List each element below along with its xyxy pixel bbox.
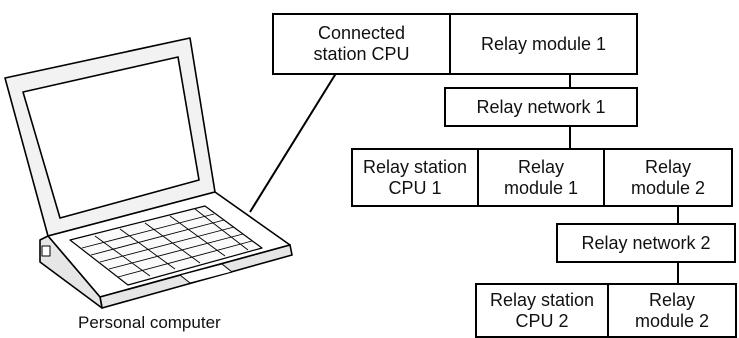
connection-cable [249,61,344,213]
connector-line [569,75,571,87]
relay-station-cpu-2-box: Relay station CPU 2 [475,283,609,338]
connector-line [569,127,571,148]
laptop-icon [4,37,293,309]
relay-module-1-box-row2: Relay module 1 [479,148,605,207]
relay-station-cpu-1-box: Relay station CPU 1 [351,148,479,207]
relay-network-2-box: Relay network 2 [556,223,736,263]
connected-station-cpu-box: Connected station CPU [272,13,451,75]
relay-network-1-box: Relay network 1 [444,87,638,127]
connector-line [677,263,679,283]
relay-module-2-box-row3: Relay module 2 [609,283,737,338]
relay-module-1-box: Relay module 1 [451,13,638,75]
relay-module-2-box-row2: Relay module 2 [605,148,733,207]
connector-line [677,207,679,223]
personal-computer-label: Personal computer [78,313,221,332]
